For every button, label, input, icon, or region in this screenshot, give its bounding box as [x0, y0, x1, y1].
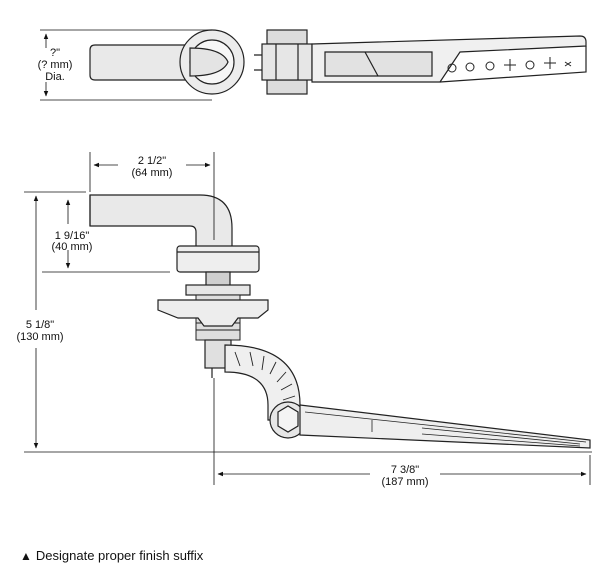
diameter-dimension — [40, 29, 212, 101]
top-arm-holes — [447, 57, 572, 73]
footnote-text: Designate proper finish suffix — [35, 548, 204, 563]
diameter-suffix: Dia. — [45, 71, 65, 83]
side-trip-arm — [299, 404, 591, 449]
side-handle-lever — [89, 194, 233, 251]
side-mounting-nut — [157, 299, 269, 327]
handle-height-metric: (40 mm) — [52, 241, 93, 253]
handle-reach-value: 2 1/2" — [138, 155, 166, 167]
overall-height-dimension — [24, 191, 592, 453]
arm-length-value: 7 3/8" — [391, 464, 419, 476]
top-handle-lever — [89, 44, 196, 81]
arm-length-metric: (187 mm) — [381, 476, 428, 488]
handle-height-value: 1 9/16" — [55, 230, 90, 242]
overall-height-metric: (130 mm) — [16, 331, 63, 343]
arm-length-dimension — [213, 378, 591, 485]
handle-height-dimension — [42, 199, 170, 273]
handle-reach-dimension — [89, 152, 215, 240]
footnote: ▲Designate proper finish suffix — [20, 548, 203, 563]
side-escutcheon — [176, 245, 260, 273]
overall-height-value: 5 1/8" — [26, 319, 54, 331]
diameter-metric: (? mm) — [38, 59, 73, 71]
side-view — [89, 194, 591, 449]
diameter-value: ?" — [50, 47, 60, 59]
handle-reach-metric: (64 mm) — [132, 167, 173, 179]
triangle-icon: ▲ — [20, 549, 32, 563]
top-nut — [266, 29, 308, 45]
top-view — [89, 29, 587, 95]
